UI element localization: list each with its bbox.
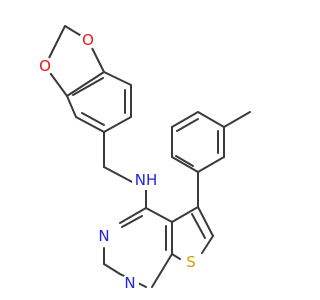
molecule-structure: O O NH N N S (36, 25, 251, 292)
oxygen-atom-left: O (39, 57, 51, 75)
bond (171, 253, 181, 260)
molecule-canvas: O O NH N N S (36, 25, 251, 292)
bonds (44, 25, 251, 288)
bond (145, 207, 173, 223)
bond (66, 71, 105, 97)
bond (175, 155, 194, 167)
bond (103, 166, 135, 184)
bond (171, 206, 199, 223)
bond (191, 213, 206, 239)
bond (103, 263, 121, 275)
bond (171, 111, 199, 128)
nitrogen-atom-pyrimidine-lower: N (124, 274, 135, 292)
bond (201, 235, 214, 254)
bond (103, 116, 132, 133)
bond (151, 253, 173, 288)
bond (121, 215, 143, 228)
bond (75, 116, 105, 133)
bond (197, 156, 225, 173)
nitrogen-atom-pyrimidine-upper: N (98, 227, 109, 245)
bond (171, 156, 199, 173)
bond (81, 112, 105, 126)
bond (197, 111, 225, 128)
sulfur-atom-thiophene: S (186, 253, 196, 271)
bond (197, 206, 214, 237)
bond (119, 207, 147, 224)
amine-nh-label: NH (135, 171, 158, 189)
bond (72, 77, 104, 96)
atom-labels: O O NH N N S (36, 31, 200, 292)
bond (176, 118, 199, 132)
bond (66, 95, 77, 118)
bond (223, 111, 251, 128)
oxygen-atom-top: O (82, 31, 94, 49)
bond (103, 71, 132, 86)
